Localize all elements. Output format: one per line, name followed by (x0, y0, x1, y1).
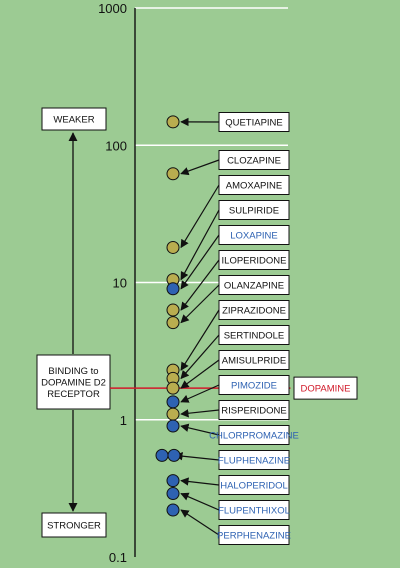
leader-arrow (180, 384, 220, 403)
leader-arrow (180, 184, 220, 249)
drug-label-box (218, 425, 290, 445)
drug-label: PIMOZIDE (231, 381, 277, 392)
y-tick-label: 10 (113, 276, 127, 291)
drug-label-box (218, 500, 290, 520)
drug-label-box (218, 175, 290, 195)
drug-label: OLANZAPINE (224, 281, 284, 292)
weaker-label-text: WEAKER (53, 114, 94, 125)
drug-label-box (218, 375, 290, 395)
data-point (167, 448, 181, 462)
binding-label-text: DOPAMINE D2 (41, 377, 106, 388)
y-tick-label: 100 (105, 138, 127, 153)
dopamine-label: DOPAMINE (301, 384, 351, 395)
drug-label: AMISULPRIDE (222, 356, 286, 367)
data-point (166, 303, 180, 317)
leader-arrow (180, 159, 220, 176)
leader-arrow (180, 259, 220, 311)
drug-label: QUETIAPINE (225, 118, 283, 129)
drug-label-box (218, 525, 290, 545)
drug-label-box (218, 300, 290, 320)
leader-arrow (180, 423, 220, 436)
drug-label-box (218, 400, 290, 420)
leader-arrow (180, 477, 220, 486)
drug-label: ILOPERIDONE (222, 256, 287, 267)
data-point (166, 381, 180, 395)
leader-arrow (180, 492, 220, 511)
leader-arrow (180, 509, 220, 536)
data-point (166, 395, 180, 409)
drug-label: CHLORPROMAZINE (209, 431, 299, 442)
data-point (155, 448, 169, 462)
leader-arrow (180, 409, 220, 418)
leader-arrow (180, 334, 220, 380)
binding-label-text: BINDING to (48, 366, 98, 377)
drug-label: ZIPRAZIDONE (222, 306, 286, 317)
leader-arrow (174, 451, 220, 461)
drug-label: LOXAPINE (230, 231, 278, 242)
drug-label: HALOPERIDOL (220, 481, 288, 492)
drug-label-box (218, 475, 290, 495)
y-tick-label: 1000 (98, 1, 127, 16)
dopamine-label-box (293, 376, 358, 400)
drug-label-box (218, 150, 290, 170)
data-point (166, 474, 180, 488)
data-point (166, 282, 180, 296)
drug-label: FLUPENTHIXOL (218, 506, 290, 517)
data-point (166, 419, 180, 433)
drug-label: FLUPHENAZINE (218, 456, 290, 467)
stronger-label-box (41, 512, 107, 538)
weaker-label-box (41, 107, 107, 131)
leader-arrow (180, 309, 220, 371)
drug-label: RISPERIDONE (221, 406, 286, 417)
data-point (166, 240, 180, 254)
drug-label-box (218, 450, 290, 470)
data-point (166, 487, 180, 501)
stronger-label-text: STRONGER (47, 520, 101, 531)
data-point (166, 167, 180, 181)
drug-label-box (218, 275, 290, 295)
data-point (166, 503, 180, 517)
drug-label: SULPIRIDE (229, 206, 279, 217)
drug-label-box (218, 112, 290, 132)
leader-arrow (180, 284, 220, 324)
leader-arrow (180, 234, 220, 290)
drug-label-box (218, 225, 290, 245)
binding-label-text: RECEPTOR (47, 389, 100, 400)
drug-label: AMOXAPINE (226, 181, 283, 192)
y-tick-label: 1 (120, 413, 127, 428)
leader-arrow (180, 209, 220, 281)
y-tick-label: 0.1 (109, 550, 127, 565)
data-point (166, 407, 180, 421)
data-point (166, 115, 180, 129)
drug-label-box (218, 350, 290, 370)
data-point (166, 316, 180, 330)
drug-label-box (218, 250, 290, 270)
binding-label-box (36, 354, 111, 410)
leader-arrow (180, 359, 220, 389)
drug-label-box (218, 200, 290, 220)
drug-label-box (218, 325, 290, 345)
drug-label: SERTINDOLE (224, 331, 285, 342)
drug-label: PERPHENAZINE (217, 531, 291, 542)
drug-label: CLOZAPINE (227, 156, 281, 167)
